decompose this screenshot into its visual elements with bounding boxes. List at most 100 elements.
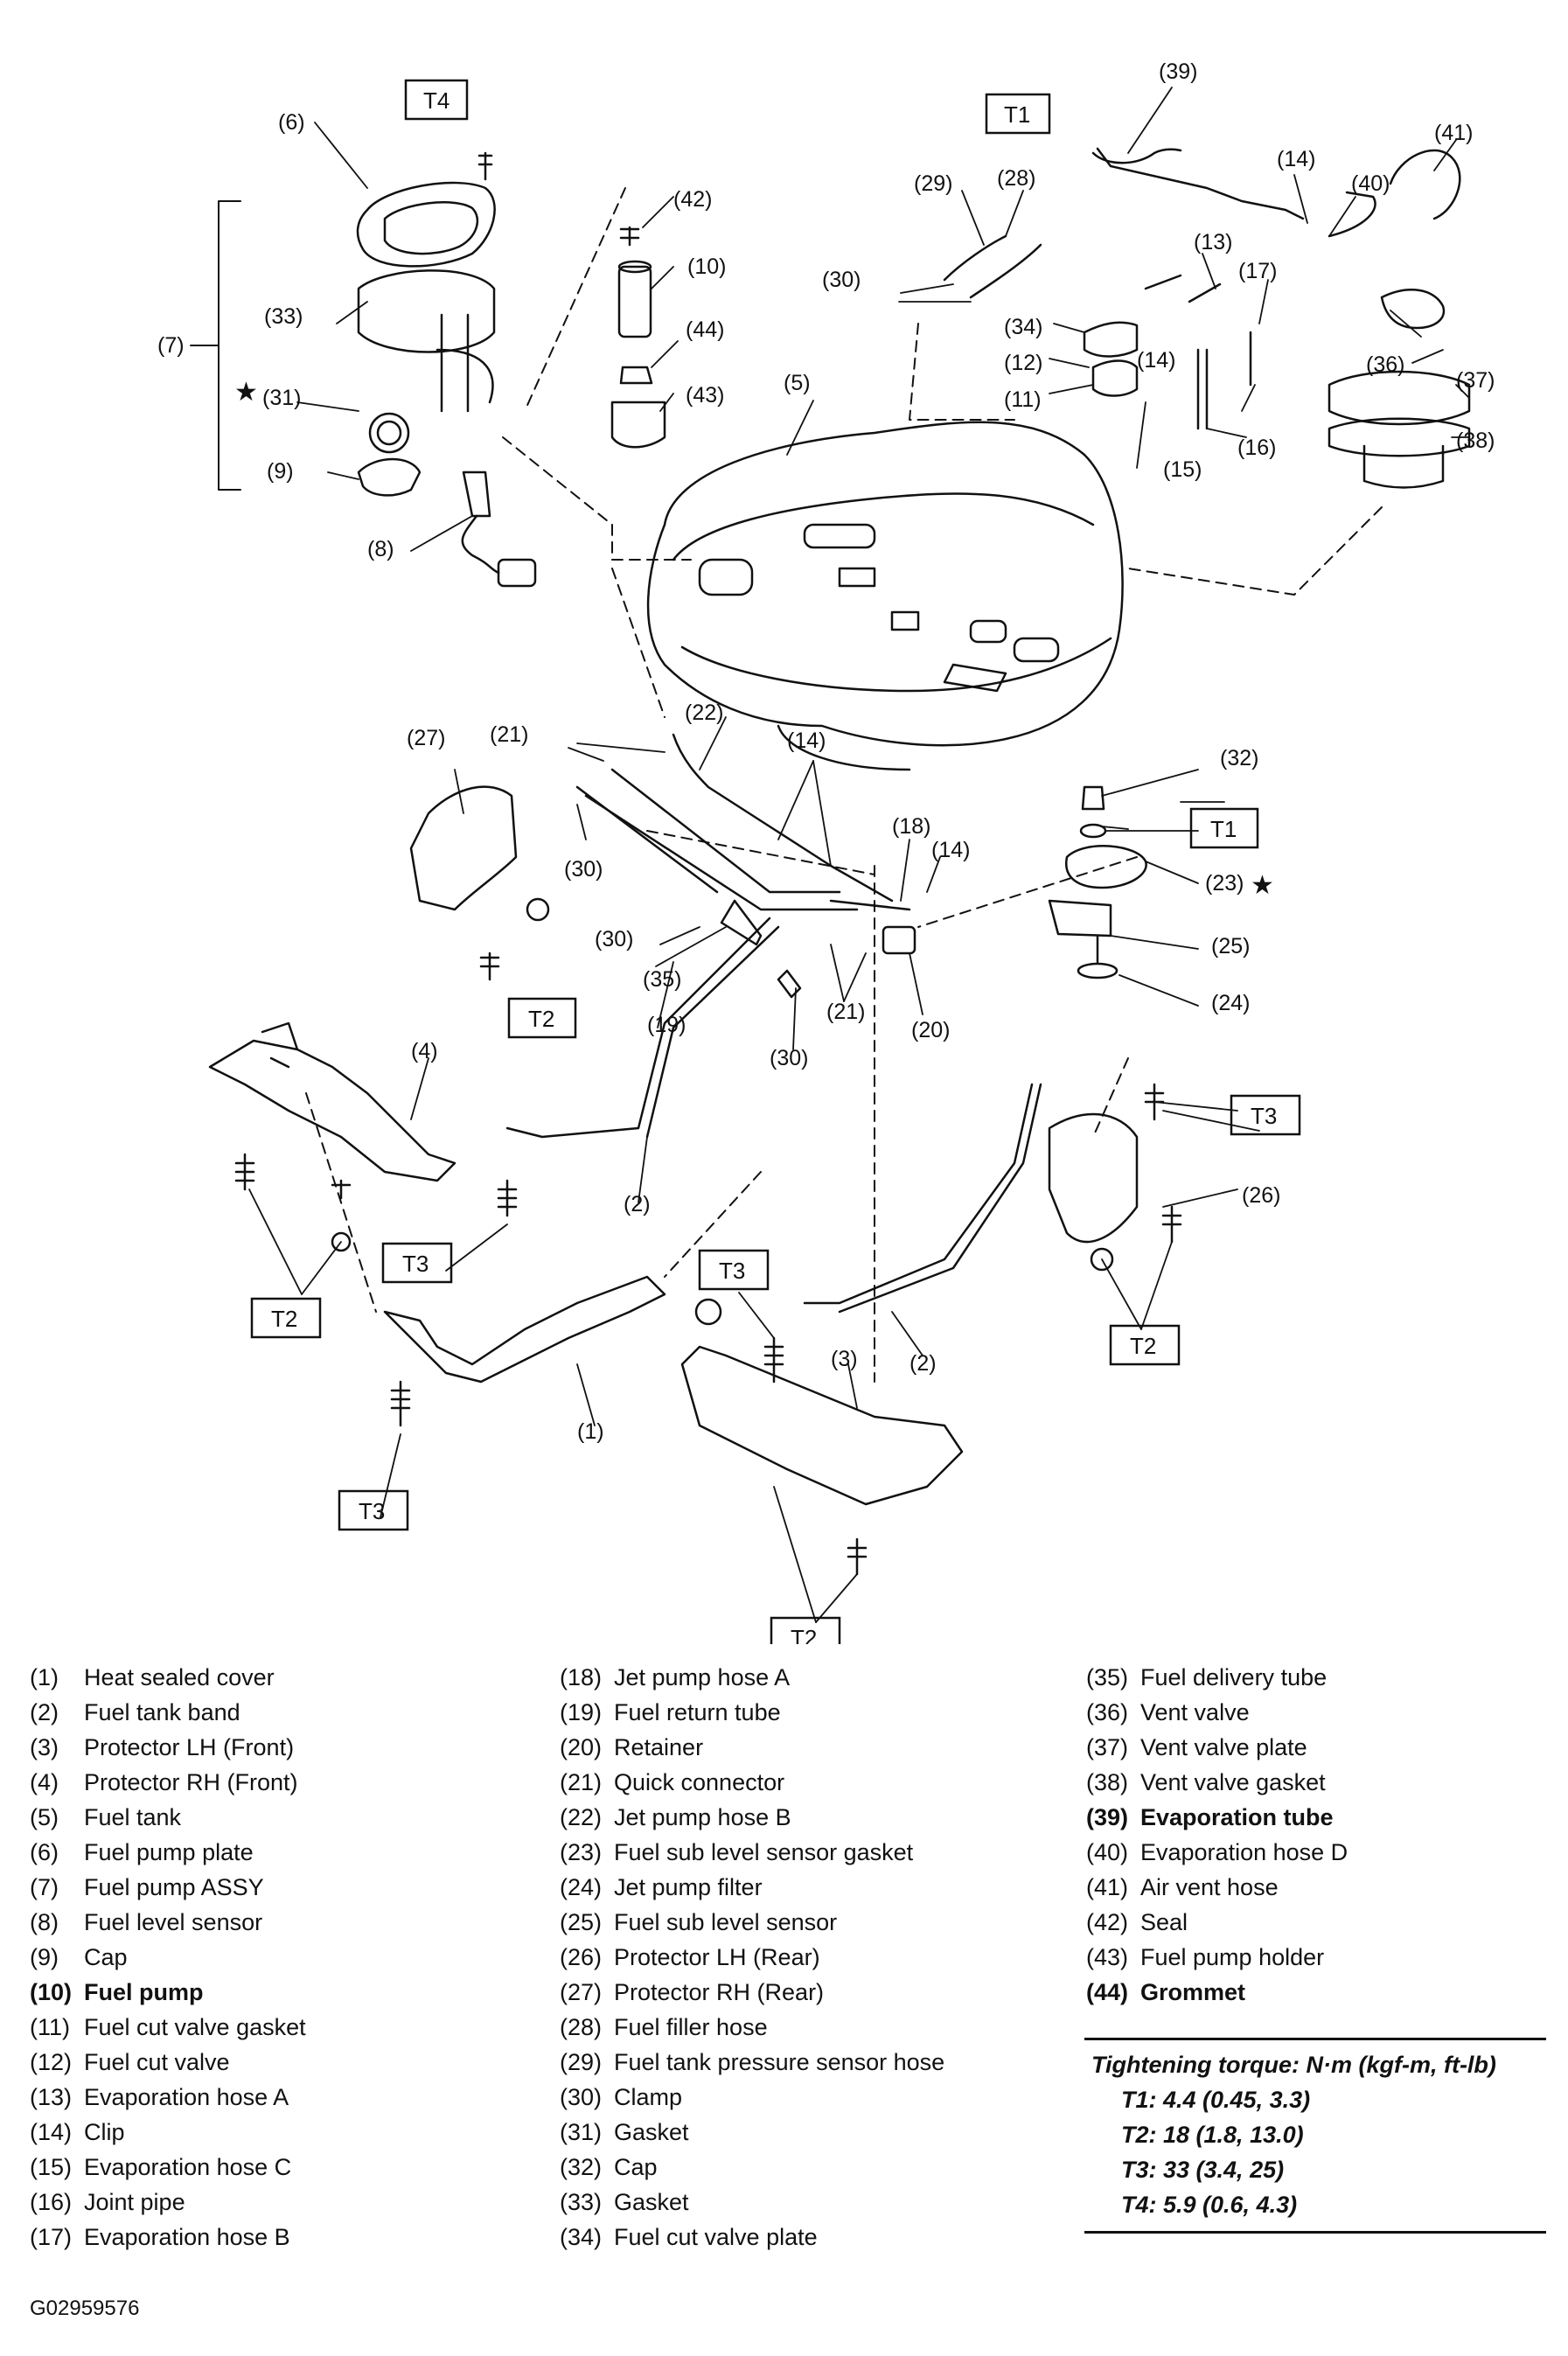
callout-14-right: (14) xyxy=(1277,147,1315,171)
legend-item-label: Fuel cut valve plate xyxy=(614,2224,818,2250)
legend-item-label: Seal xyxy=(1140,1909,1188,1935)
legend-item: (44)Grommet xyxy=(1086,1975,1348,2010)
torque-box-t2-bottom xyxy=(770,1616,841,1644)
legend-item: (13)Evaporation hose A xyxy=(30,2080,306,2115)
sub-level-sensor-drawing xyxy=(1048,785,1147,979)
legend-item-label: Clamp xyxy=(614,2084,683,2110)
callout-27: (27) xyxy=(407,726,445,750)
legend-item-number: (2) xyxy=(30,1699,59,1725)
callout-14-lower: (14) xyxy=(931,838,970,862)
legend-item: (23) Fuel sub level sensor gasket xyxy=(560,1835,944,1870)
callout-29: (29) xyxy=(914,171,952,196)
legend-item-label: Vent valve gasket xyxy=(1140,1769,1326,1795)
legend-item-label: Jet pump filter xyxy=(614,1874,763,1900)
callout-36: (36) xyxy=(1366,352,1404,377)
legend-item-label: Fuel cut valve gasket xyxy=(84,2014,306,2040)
callout-25: (25) xyxy=(1211,934,1250,958)
legend-item-number: (15) xyxy=(30,2154,73,2180)
legend-item-number: (31) xyxy=(560,2119,603,2145)
legend-item-number: (16) xyxy=(30,2189,73,2215)
callout-14-top: (14) xyxy=(1137,348,1175,373)
torque-box-t3-right xyxy=(1230,1094,1301,1136)
legend-item-label: Protector RH (Front) xyxy=(84,1769,298,1795)
legend-item-number: (5) xyxy=(30,1804,59,1830)
callout-30-mid: (30) xyxy=(595,927,633,951)
callout-6: (6) xyxy=(278,110,305,135)
legend-item-number: (1) xyxy=(30,1664,59,1690)
legend-item-number: (24) xyxy=(560,1874,603,1900)
legend-item: (20)Retainer xyxy=(560,1730,944,1765)
callout-43: (43) xyxy=(686,383,724,408)
evaporation-parts-drawing xyxy=(943,147,1471,489)
legend-item: (25)Fuel sub level sensor xyxy=(560,1905,944,1940)
torque-box-t4-label: T4 xyxy=(423,87,449,114)
legend-column-2: (18)Jet pump hose A(19)Fuel return tube(… xyxy=(560,1660,944,2255)
legend-item-label: Jet pump hose B xyxy=(614,1804,791,1830)
legend-item-number: (17) xyxy=(30,2224,73,2250)
legend-item-number: (23) xyxy=(560,1839,603,1865)
legend-item-number: (32) xyxy=(560,2154,603,2180)
fuel-tubes-drawing xyxy=(505,733,1042,1314)
torque-box-t3-bottom xyxy=(338,1489,409,1531)
legend-item-label: Fuel pump holder xyxy=(1140,1944,1325,1970)
legend-item-number: (36) xyxy=(1086,1699,1129,1725)
legend-item-label: Gasket xyxy=(614,2119,689,2145)
callout-31: (31) xyxy=(262,386,301,410)
callout-2-right: (2) xyxy=(909,1351,937,1376)
callout-23: (23) xyxy=(1205,871,1244,896)
legend-item-label: Cap xyxy=(84,1944,128,1970)
callout-26: (26) xyxy=(1242,1183,1280,1208)
legend-item-label: Quick connector xyxy=(614,1769,785,1795)
torque-box-t3-center xyxy=(698,1249,770,1291)
legend-item: (22)Jet pump hose B xyxy=(560,1800,944,1835)
legend-item-number: (33) xyxy=(560,2189,603,2215)
legend-item-label: Protector RH (Rear) xyxy=(614,1979,825,2005)
legend-item-label: Air vent hose xyxy=(1140,1874,1279,1900)
tightening-torque-table: Tightening torque: N·m (kgf-m, ft-lb) T1… xyxy=(1084,2038,1546,2234)
callout-4: (4) xyxy=(411,1039,438,1063)
fuel-pump-assembly-drawing xyxy=(356,151,537,588)
legend-item-number: (18) xyxy=(560,1664,603,1690)
legend-item-label: Retainer xyxy=(614,1734,704,1760)
callout-39: (39) xyxy=(1159,59,1197,84)
legend-item: (38)Vent valve gasket xyxy=(1086,1765,1348,1800)
legend-item: (1)Heat sealed cover xyxy=(30,1660,306,1695)
legend-item-label: Evaporation tube xyxy=(1140,1804,1334,1830)
callout-15: (15) xyxy=(1163,457,1202,482)
legend-item-number: (34) xyxy=(560,2224,603,2250)
legend-item-label: Fuel sub level sensor xyxy=(614,1909,838,1935)
legend-item-number: (44) xyxy=(1086,1979,1129,2005)
legend-item: (39) Evaporation tube xyxy=(1086,1800,1348,1835)
legend-item-number: (39) xyxy=(1086,1804,1129,1830)
callout-12: (12) xyxy=(1004,351,1042,375)
legend-item-label: Fuel pump ASSY xyxy=(84,1874,264,1900)
legend-item: (26)Protector LH (Rear) xyxy=(560,1940,944,1975)
callout-42: (42) xyxy=(673,187,712,212)
legend-item-number: (6) xyxy=(30,1839,59,1865)
legend-item: (40)Evaporation hose D xyxy=(1086,1835,1348,1870)
legend-item-number: (14) xyxy=(30,2119,73,2145)
torque-row-t1: T1: 4.4 (0.45, 3.3) xyxy=(1121,2087,1311,2113)
callout-30-top: (30) xyxy=(822,268,861,292)
torque-box-t4 xyxy=(404,79,469,121)
legend-item: (31) Gasket xyxy=(560,2115,944,2150)
legend-item-number: (21) xyxy=(560,1769,603,1795)
star-mark-31: ★ xyxy=(234,378,258,407)
torque-box-t3-center-label: T3 xyxy=(719,1258,745,1284)
callout-38: (38) xyxy=(1456,429,1495,453)
fuel-pump-parts-drawing xyxy=(610,226,666,449)
legend-item-number: (7) xyxy=(30,1874,59,1900)
legend-item-number: (28) xyxy=(560,2014,603,2040)
torque-box-t2-bottom-label: T2 xyxy=(791,1625,817,1644)
legend-item-label: Fuel sub level sensor gasket xyxy=(614,1839,914,1865)
torque-box-t1-mid-label: T1 xyxy=(1210,816,1237,842)
legend-item-number: (26) xyxy=(560,1944,603,1970)
torque-box-t3-left-label: T3 xyxy=(402,1251,429,1277)
legend-item-label: Jet pump hose A xyxy=(614,1664,791,1690)
legend-item: (8)Fuel level sensor xyxy=(30,1905,306,1940)
callout-33: (33) xyxy=(264,304,303,329)
legend-item-label: Vent valve xyxy=(1140,1699,1250,1725)
exploded-parts-diagram: (6) (7) (33) (31) ★ (9) (8) (42) (10) (4… xyxy=(157,59,1495,1644)
legend-item-label: Cap xyxy=(614,2154,658,2180)
legend-item-label: Fuel tank pressure sensor hose xyxy=(614,2049,945,2075)
